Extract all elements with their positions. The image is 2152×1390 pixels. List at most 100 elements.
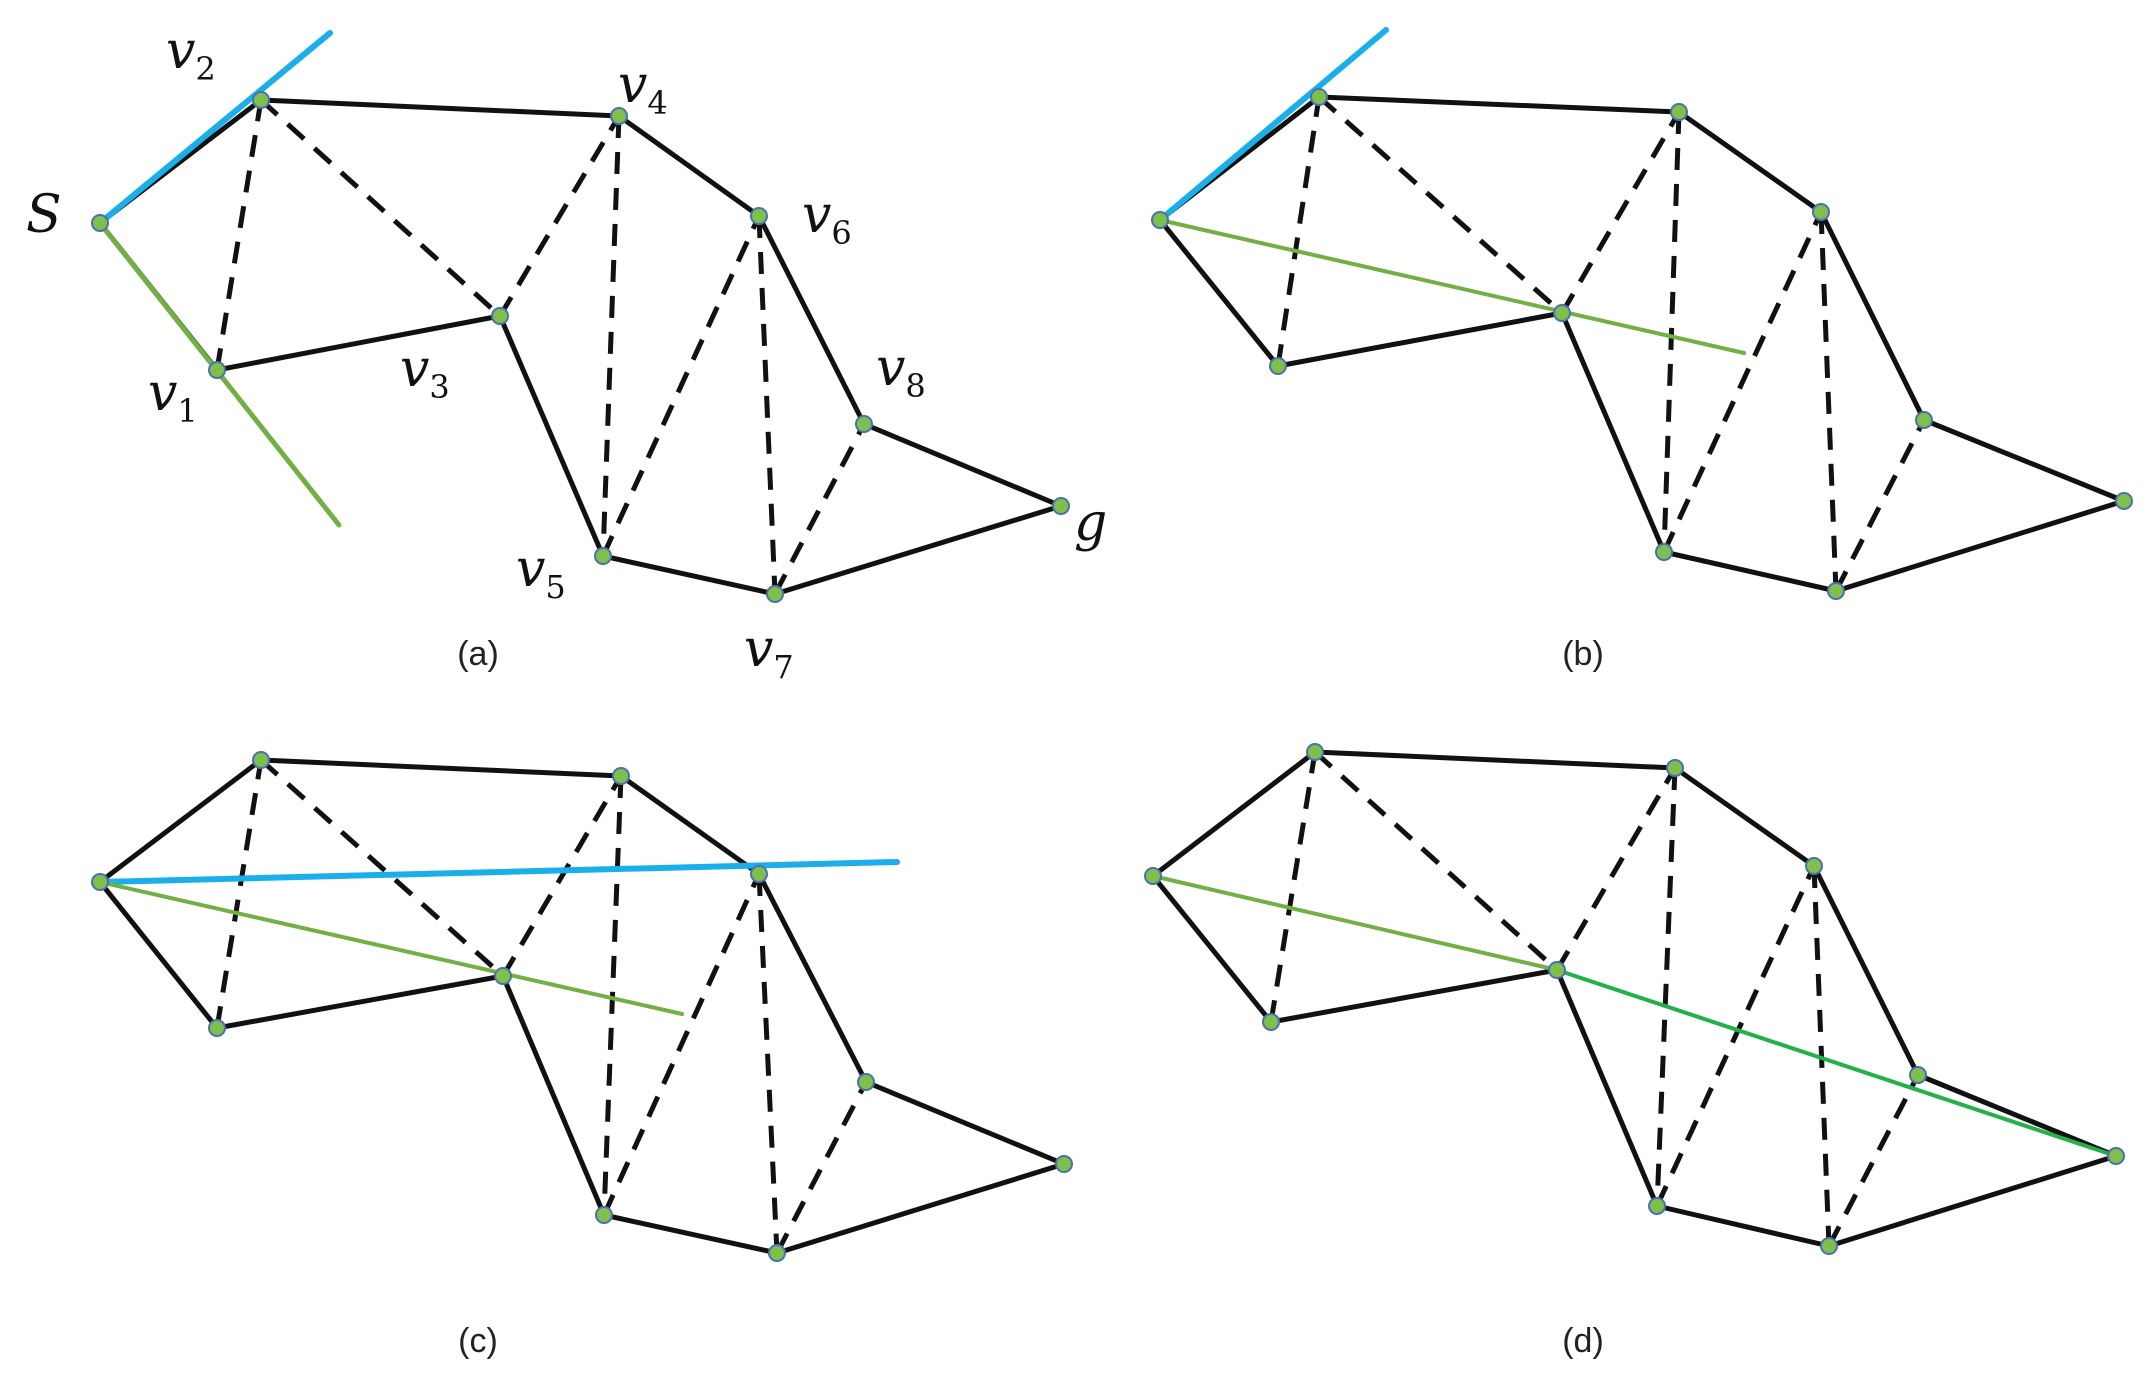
vertex-label-v6: v6 (802, 185, 852, 252)
boundary-edge-v5-v7 (1654, 1203, 1832, 1249)
vertex-label-subscript: 7 (773, 648, 793, 686)
vertex-v2 (252, 91, 270, 109)
vertex-v6 (1805, 857, 1823, 875)
boundary-edge-v6-v8 (756, 213, 867, 427)
dashed-diagonal-v5-v6 (1661, 210, 1824, 554)
panel-b (1151, 27, 2133, 600)
boundary-edge-v1-v3 (214, 313, 503, 373)
vertex-v6 (750, 865, 768, 883)
dashed-diagonal-v7-v8 (1833, 418, 1927, 593)
vertex-s (1144, 867, 1162, 885)
vertex-v4 (1666, 759, 1684, 777)
vertex-label-v8: v8 (876, 338, 926, 405)
vertex-s (91, 214, 109, 232)
vertex-s (1151, 211, 1169, 229)
vertex-label-v3: v3 (400, 339, 450, 406)
boundary-edge-v1-v3 (214, 973, 506, 1031)
dashed-diagonal-v7-v8 (774, 1080, 869, 1255)
dashed-diagonal-v2-v3 (259, 98, 502, 318)
caption-d: (d) (1562, 1322, 1604, 1360)
dashed-diagonal-v7-v8 (772, 422, 867, 596)
funnel-left-ray (97, 859, 900, 885)
vertex-v6 (750, 207, 768, 225)
dashed-diagonal-v6-v7 (756, 873, 780, 1254)
vertex-v6 (1812, 203, 1830, 221)
dashed-diagonal-v2-v3 (259, 758, 505, 978)
vertex-label-letter: v (148, 363, 177, 423)
vertex-g (2107, 1147, 2125, 1165)
vertex-v2 (1306, 743, 1324, 761)
boundary-edge-v7-g (774, 1161, 1067, 1256)
boundary-edge-v8-g (863, 1079, 1067, 1167)
vertex-v7 (766, 585, 784, 603)
vertex-v8 (1915, 411, 1933, 429)
vertex-label-letter: g (1074, 493, 1107, 553)
boundary-edge-s-v2 (97, 757, 264, 885)
dashed-diagonal-v4-v5 (1661, 111, 1682, 553)
boundary-edge-v4-v6 (616, 113, 762, 219)
dashed-diagonal-v1-v2 (1275, 96, 1322, 367)
dashed-diagonal-v1-v2 (1268, 751, 1318, 1023)
boundary-edge-v4-v6 (618, 773, 762, 877)
caption-a: (a) (457, 635, 499, 673)
vertex-v2 (252, 751, 270, 769)
vertex-v3 (1553, 304, 1571, 322)
vertex-v7 (768, 1244, 786, 1262)
vertex-label-letter: v (802, 185, 831, 245)
vertex-label-letter: v (516, 539, 545, 599)
vertex-g (1055, 1155, 1073, 1173)
funnel-left-ray (1157, 27, 1389, 223)
boundary-edge-v6-v8 (1818, 209, 1927, 423)
boundary-edge-v8-g (1915, 1072, 2119, 1159)
boundary-edge-v7-g (1826, 1153, 2119, 1249)
dashed-diagonal-v1-v2 (214, 759, 264, 1029)
vertex-v1 (208, 1019, 226, 1037)
boundary-edge-v7-g (1833, 498, 2127, 594)
vertex-label-letter: v (876, 338, 905, 398)
vertex-label-subscript: 2 (195, 50, 215, 88)
vertex-v5 (1648, 1197, 1666, 1215)
vertex-s (91, 873, 109, 891)
dashed-diagonal-v4-v5 (600, 115, 622, 557)
boundary-edge-v5-v7 (1661, 549, 1839, 594)
vertex-v1 (1262, 1013, 1280, 1031)
vertex-v7 (1820, 1237, 1838, 1255)
vertex-v4 (612, 767, 630, 785)
vertex-v8 (1909, 1066, 1927, 1084)
boundary-edge-v4-v6 (1676, 109, 1824, 215)
boundary-edge-v6-v8 (756, 871, 869, 1085)
vertex-label-subscript: 5 (545, 568, 565, 606)
panel-c (91, 751, 1073, 1262)
boundary-edge-v2-v4 (258, 757, 624, 779)
vertex-v3 (491, 307, 509, 325)
dashed-diagonal-v7-v8 (1826, 1073, 1921, 1248)
vertex-label-v4: v4 (618, 55, 668, 122)
dashed-diagonal-v3-v4 (1559, 110, 1682, 315)
vertex-g (2115, 492, 2133, 510)
vertex-label-v2: v2 (166, 21, 216, 88)
vertex-g (1052, 497, 1070, 515)
vertex-label-subscript: 1 (177, 392, 197, 430)
boundary-edge-v5-v7 (601, 1212, 780, 1256)
dashed-diagonal-v4-v5 (1654, 767, 1678, 1207)
dashed-diagonal-v6-v7 (1818, 211, 1839, 592)
funnel-right-ray (98, 880, 684, 1016)
vertex-v8 (855, 415, 873, 433)
boundary-edge-v1-v3 (1275, 310, 1565, 369)
boundary-edge-v3-v5 (497, 313, 606, 559)
dashed-diagonal-v3-v4 (497, 114, 622, 318)
dashed-diagonal-v2-v3 (1313, 750, 1559, 972)
vertex-label-v1: v1 (148, 363, 198, 430)
vertex-label-v7: v7 (744, 619, 794, 686)
vertex-v2 (1310, 88, 1328, 106)
vertex-label-letter: S (26, 185, 62, 245)
dashed-diagonal-v5-v6 (1654, 864, 1817, 1208)
funnel-left-ray (97, 30, 333, 226)
dashed-diagonal-v5-v6 (600, 214, 762, 558)
vertex-v4 (610, 107, 628, 125)
vertex-label-letter: v (166, 21, 195, 81)
boundary-edge-v1-v3 (1268, 967, 1560, 1025)
dashed-diagonal-v5-v6 (601, 872, 762, 1217)
